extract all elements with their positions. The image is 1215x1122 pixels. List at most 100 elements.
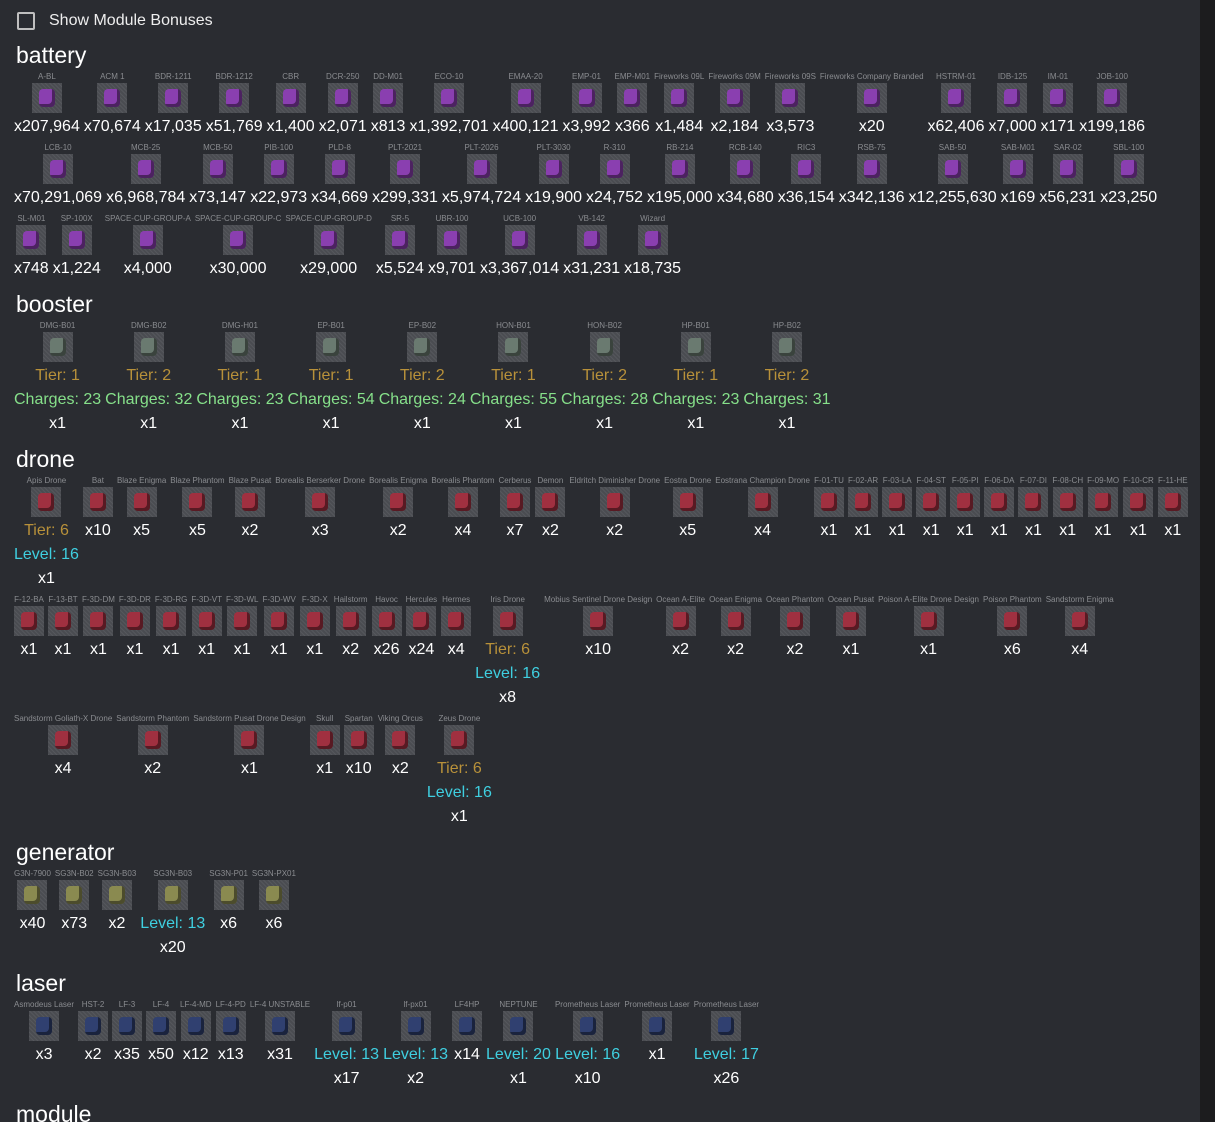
show-module-bonuses-toggle[interactable]: Show Module Bonuses: [0, 0, 1200, 32]
show-module-bonuses-checkbox[interactable]: [17, 12, 35, 30]
